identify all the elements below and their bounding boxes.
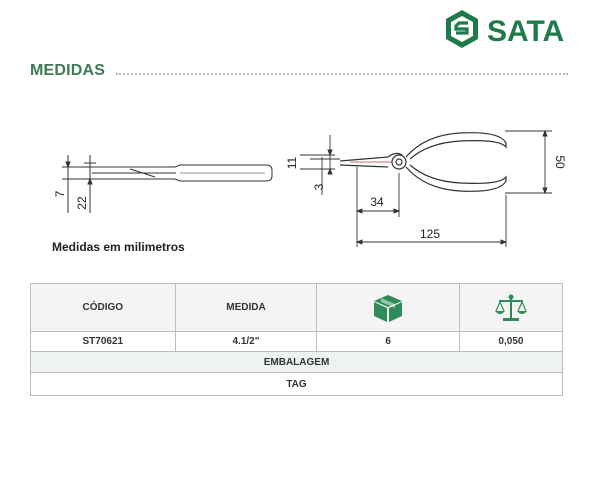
packaging-row: EMBALAGEM	[30, 351, 563, 373]
side-view-plier	[62, 155, 273, 213]
dimension-34: 34	[370, 195, 384, 209]
dimension-22: 22	[75, 196, 89, 210]
cell-code: ST70621	[30, 331, 176, 352]
header-package	[316, 283, 460, 332]
cell-size: 4.1/2"	[174, 331, 318, 352]
sata-emblem-icon	[446, 10, 478, 48]
table-row: ST70621 4.1/2" 6 0,050	[30, 331, 564, 352]
top-view-plier	[339, 132, 507, 192]
header-weight	[458, 283, 564, 332]
cell-quantity: 6	[316, 331, 460, 352]
dimension-7: 7	[53, 190, 67, 197]
tag-label: TAG	[30, 372, 563, 396]
dimension-125: 125	[420, 227, 440, 241]
scale-icon	[494, 294, 527, 321]
technical-drawing: 7 22 11 3 5	[53, 129, 567, 247]
units-note: Medidas em milimetros	[52, 240, 185, 254]
section-title: MEDIDAS	[30, 62, 106, 79]
table-header-row: CÓDIGO MEDIDA	[30, 283, 564, 332]
cell-weight: 0,050	[458, 331, 564, 352]
header-code: CÓDIGO	[30, 283, 176, 332]
spec-table: CÓDIGO MEDIDA	[30, 283, 564, 396]
dimension-3: 3	[312, 183, 326, 190]
sata-logo: SATA	[446, 10, 564, 48]
tag-row: TAG	[30, 372, 563, 396]
dimension-50: 50	[553, 155, 567, 169]
brand-name: SATA	[487, 15, 564, 48]
header-size: MEDIDA	[174, 283, 318, 332]
packaging-label: EMBALAGEM	[30, 351, 563, 373]
box-icon	[374, 294, 403, 322]
dimension-11: 11	[285, 156, 299, 169]
title-divider	[116, 73, 568, 75]
top-view-dimensions	[300, 129, 552, 247]
